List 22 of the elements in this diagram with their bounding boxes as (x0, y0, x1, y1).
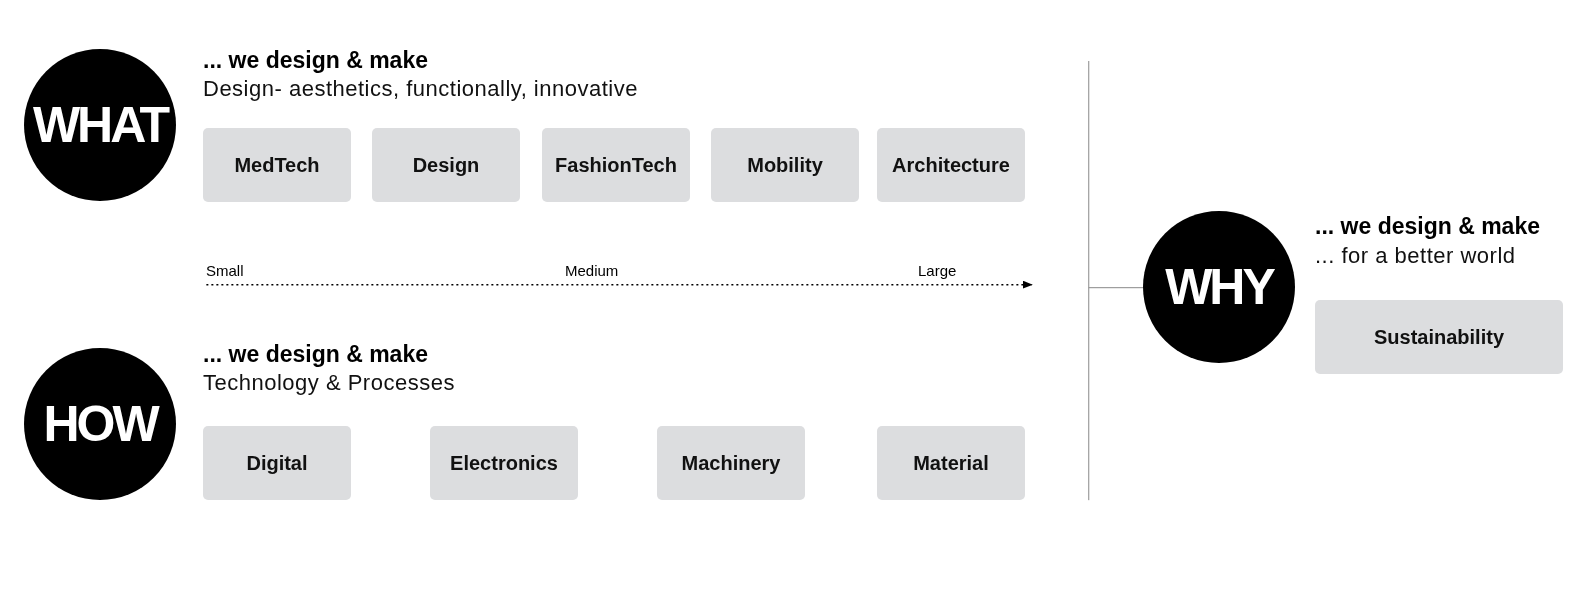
circle-title: WHY (1165, 258, 1273, 316)
category-box: Architecture (877, 128, 1025, 202)
scale-label: Medium (565, 262, 619, 279)
section-subtitle: ... for a better world (1315, 243, 1516, 269)
category-box: FashionTech (542, 128, 690, 202)
category-box: Digital (203, 426, 351, 500)
section-heading: ... we design & make (203, 341, 428, 368)
category-box: Electronics (430, 426, 578, 500)
section-subtitle: Technology & Processes (203, 370, 455, 396)
category-box: Sustainability (1315, 300, 1563, 374)
circle-title: WHAT (32, 96, 168, 154)
section-heading: ... we design & make (1315, 213, 1540, 240)
section-subtitle: Design- aesthetics, functionally, innovative (203, 76, 638, 102)
category-box: Design (372, 128, 520, 202)
circle-title: HOW (43, 395, 157, 453)
category-box: MedTech (203, 128, 351, 202)
category-box: Material (877, 426, 1025, 500)
category-box: Machinery (657, 426, 805, 500)
category-box: Mobility (711, 128, 859, 202)
section-heading: ... we design & make (203, 47, 428, 74)
scale-label: Small (206, 262, 244, 279)
scale-label: Large (918, 262, 957, 279)
